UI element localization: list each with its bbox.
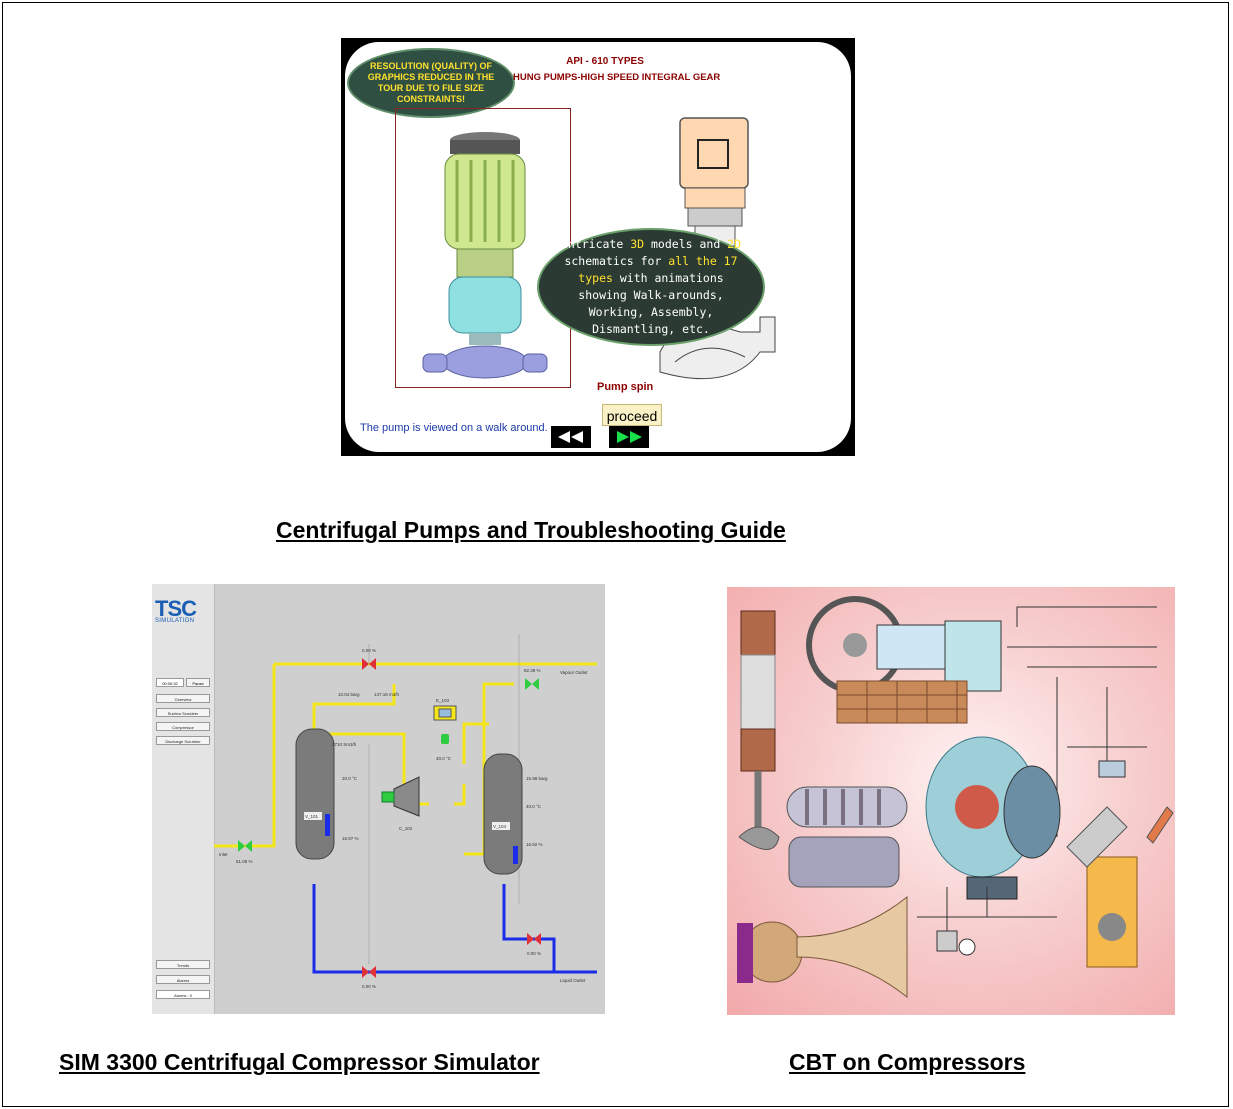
fast-forward-button[interactable] bbox=[609, 426, 649, 448]
reciprocating-engine-icon bbox=[806, 596, 1002, 724]
pump-tour-panel: RESOLUTION (QUALITY) OF GRAPHICS REDUCED… bbox=[345, 42, 851, 452]
pumps-caption[interactable]: Centrifugal Pumps and Troubleshooting Gu… bbox=[276, 517, 786, 543]
vessel-v104-icon bbox=[483, 753, 523, 875]
centrifugal-casing-icon bbox=[925, 736, 1061, 900]
pump-spin-label: Pump spin bbox=[597, 381, 654, 393]
fast-forward-icon bbox=[617, 431, 642, 443]
alarms-button[interactable]: Alarms bbox=[156, 975, 210, 984]
walk-caption: The pump is viewed on a walk around. bbox=[360, 422, 548, 434]
vessel-v101-icon bbox=[295, 728, 335, 860]
liquid-lines bbox=[312, 884, 597, 974]
level-1-label: 16.97 % bbox=[342, 836, 359, 841]
liquid-outlet-label: Liquid Outlet bbox=[560, 978, 586, 983]
v104-label: V_104 bbox=[493, 824, 507, 829]
bottom-schematic-lines bbox=[917, 887, 1057, 956]
pump-tour-screenshot: RESOLUTION (QUALITY) OF GRAPHICS REDUCED… bbox=[341, 38, 855, 456]
compressor-collage bbox=[737, 596, 1174, 999]
trends-button[interactable]: Trends bbox=[156, 960, 210, 969]
simulator-screenshot: TSC SIMULATION 00:00:32 Pause Overview S… bbox=[152, 584, 605, 1014]
features-bubble: Intricate 3D models and 2D schematics fo… bbox=[537, 228, 765, 346]
proceed-button[interactable]: proceed bbox=[602, 404, 662, 426]
simulator-caption[interactable]: SIM 3300 Centrifugal Compressor Simulato… bbox=[59, 1049, 540, 1075]
volute-impeller-icon bbox=[737, 895, 908, 999]
schematic-lines bbox=[1007, 606, 1157, 837]
overview-button[interactable]: Overview bbox=[156, 694, 210, 703]
temp-2-label: 40.0 °C bbox=[436, 756, 452, 761]
3d-pump-icon bbox=[422, 132, 548, 379]
tsc-logo: TSC SIMULATION bbox=[155, 596, 197, 625]
valve-br-label: 0.00 % bbox=[527, 951, 541, 956]
level-2-label: 16.92 % bbox=[526, 842, 543, 847]
pressure-1-label: 10.04 barg bbox=[338, 692, 360, 697]
pump-illustrations bbox=[422, 117, 776, 380]
valve-bottom-label: 0.00 % bbox=[362, 984, 376, 989]
api-subtitle: HUNG PUMPS-HIGH SPEED INTEGRAL GEAR bbox=[513, 72, 721, 83]
flow-rate-label: 147.16 m3/h bbox=[374, 692, 400, 697]
flow-std-label: 3710 Sm3/h bbox=[332, 742, 357, 747]
sim-time: 00:00:32 bbox=[156, 678, 184, 687]
valve-icon bbox=[238, 658, 541, 978]
v101-label: V_101 bbox=[305, 814, 319, 819]
compressor-button[interactable]: Compressor bbox=[156, 722, 210, 731]
discharge-scrubber-button[interactable]: Discharge Scrubber bbox=[156, 736, 210, 745]
process-flow-diagram: 0.00 % 82.38 % 51.08 % 0.00 % 0.00 % Vap… bbox=[214, 634, 597, 989]
alarm-count: Alarms : 0 bbox=[156, 990, 210, 999]
e103-label: E_103 bbox=[436, 698, 450, 703]
cbt-compressors-screenshot bbox=[727, 587, 1175, 1015]
pressure-3-label: 15.98 barg bbox=[526, 776, 548, 781]
vapour-outlet-label: Vapour Outlet bbox=[560, 670, 588, 675]
heat-exchanger-icon bbox=[433, 705, 457, 744]
piston-icon bbox=[738, 610, 780, 850]
screw-compressor-icon bbox=[786, 786, 908, 888]
simulator-sidebar: TSC SIMULATION 00:00:32 Pause Overview S… bbox=[152, 584, 215, 1014]
pause-button[interactable]: Pause bbox=[186, 678, 210, 687]
pump-model-frame bbox=[395, 108, 571, 388]
rewind-button[interactable] bbox=[551, 426, 591, 448]
rewind-icon bbox=[558, 431, 583, 443]
api-title: API - 610 TYPES bbox=[566, 56, 644, 67]
temp-1-label: 20.0 °C bbox=[342, 776, 358, 781]
valve-top-label: 0.00 % bbox=[362, 648, 376, 653]
c102-label: C_102 bbox=[399, 826, 413, 831]
temp-3-label: 40.0 °C bbox=[526, 804, 542, 809]
features-text: Intricate 3D models and 2D schematics fo… bbox=[560, 237, 742, 336]
suction-scrubber-button[interactable]: Suction Scrubber bbox=[156, 708, 210, 717]
v-compressor-icon bbox=[1066, 806, 1174, 968]
valve-inlet-label: 51.08 % bbox=[236, 859, 253, 864]
cbt-caption[interactable]: CBT on Compressors bbox=[789, 1049, 1026, 1075]
resolution-note-bubble: RESOLUTION (QUALITY) OF GRAPHICS REDUCED… bbox=[347, 48, 515, 118]
compressor-icon bbox=[381, 776, 420, 817]
inlet-label: Inlet bbox=[219, 852, 228, 857]
valve-right-label: 82.38 % bbox=[524, 668, 541, 673]
